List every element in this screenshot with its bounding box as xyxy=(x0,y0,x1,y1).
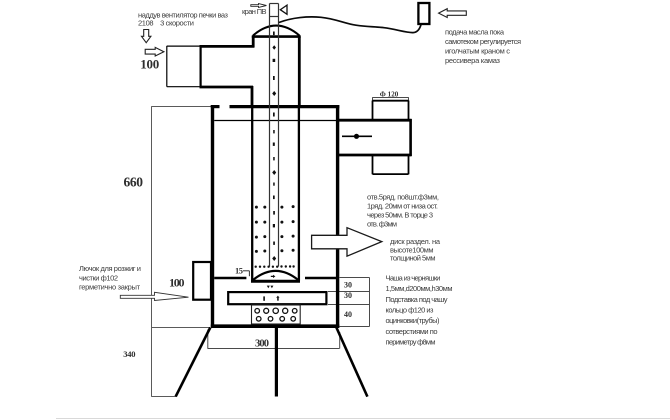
svg-text:кольцо ф120 из: кольцо ф120 из xyxy=(386,305,435,314)
svg-text:через 50мм. В торце 3: через 50мм. В торце 3 xyxy=(367,210,433,219)
svg-text:1,5мм,d200мм,h30мм: 1,5мм,d200мм,h30мм xyxy=(386,284,453,293)
svg-text:подача масла пока: подача масла пока xyxy=(445,27,505,36)
svg-text:30: 30 xyxy=(344,291,352,300)
svg-text:самотеком регулируется: самотеком регулируется xyxy=(445,37,521,46)
svg-text:300: 300 xyxy=(255,338,269,349)
svg-text:отв. ф3мм: отв. ф3мм xyxy=(367,219,397,228)
svg-text:периметру ф8мм: периметру ф8мм xyxy=(386,338,436,347)
svg-text:толщиной 5мм: толщиной 5мм xyxy=(390,254,436,263)
svg-text:чистки ф102: чистки ф102 xyxy=(79,274,118,283)
svg-text:15: 15 xyxy=(235,265,243,275)
svg-text:герметично закрыт: герметично закрыт xyxy=(79,283,141,292)
svg-text:2108 3 скорости: 2108 3 скорости xyxy=(138,18,194,27)
svg-text:сотверстиями по: сотверстиями по xyxy=(386,327,438,336)
svg-text:660: 660 xyxy=(124,174,144,189)
svg-text:Чаша из черняшки: Чаша из черняшки xyxy=(386,273,441,282)
svg-text:рессивера камаз: рессивера камаз xyxy=(445,56,501,65)
svg-text:Ф 120: Ф 120 xyxy=(380,91,399,99)
svg-text:340: 340 xyxy=(123,349,135,359)
svg-text:1ряд. 20мм от низа ост.: 1ряд. 20мм от низа ост. xyxy=(367,201,438,210)
svg-text:30: 30 xyxy=(344,281,352,290)
svg-text:диск раздел. на: диск раздел. на xyxy=(390,237,441,246)
svg-text:Лючок для розжиг и: Лючок для розжиг и xyxy=(79,264,141,273)
svg-text:кран ПВ: кран ПВ xyxy=(242,7,267,16)
svg-text:наддув вентилятор печки ваз: наддув вентилятор печки ваз xyxy=(138,10,229,19)
svg-text:Подставка под чашу: Подставка под чашу xyxy=(386,295,448,304)
svg-text:100: 100 xyxy=(140,57,159,72)
svg-text:оцинковки(трубы): оцинковки(трубы) xyxy=(386,316,441,325)
svg-text:высоте100мм: высоте100мм xyxy=(390,245,434,254)
svg-text:40: 40 xyxy=(344,310,352,319)
svg-text:100: 100 xyxy=(169,275,185,289)
svg-text:иголчатым краном с: иголчатым краном с xyxy=(445,47,510,56)
svg-text:отв.5ряд. по8шт.ф3мм,: отв.5ряд. по8шт.ф3мм, xyxy=(367,192,439,201)
